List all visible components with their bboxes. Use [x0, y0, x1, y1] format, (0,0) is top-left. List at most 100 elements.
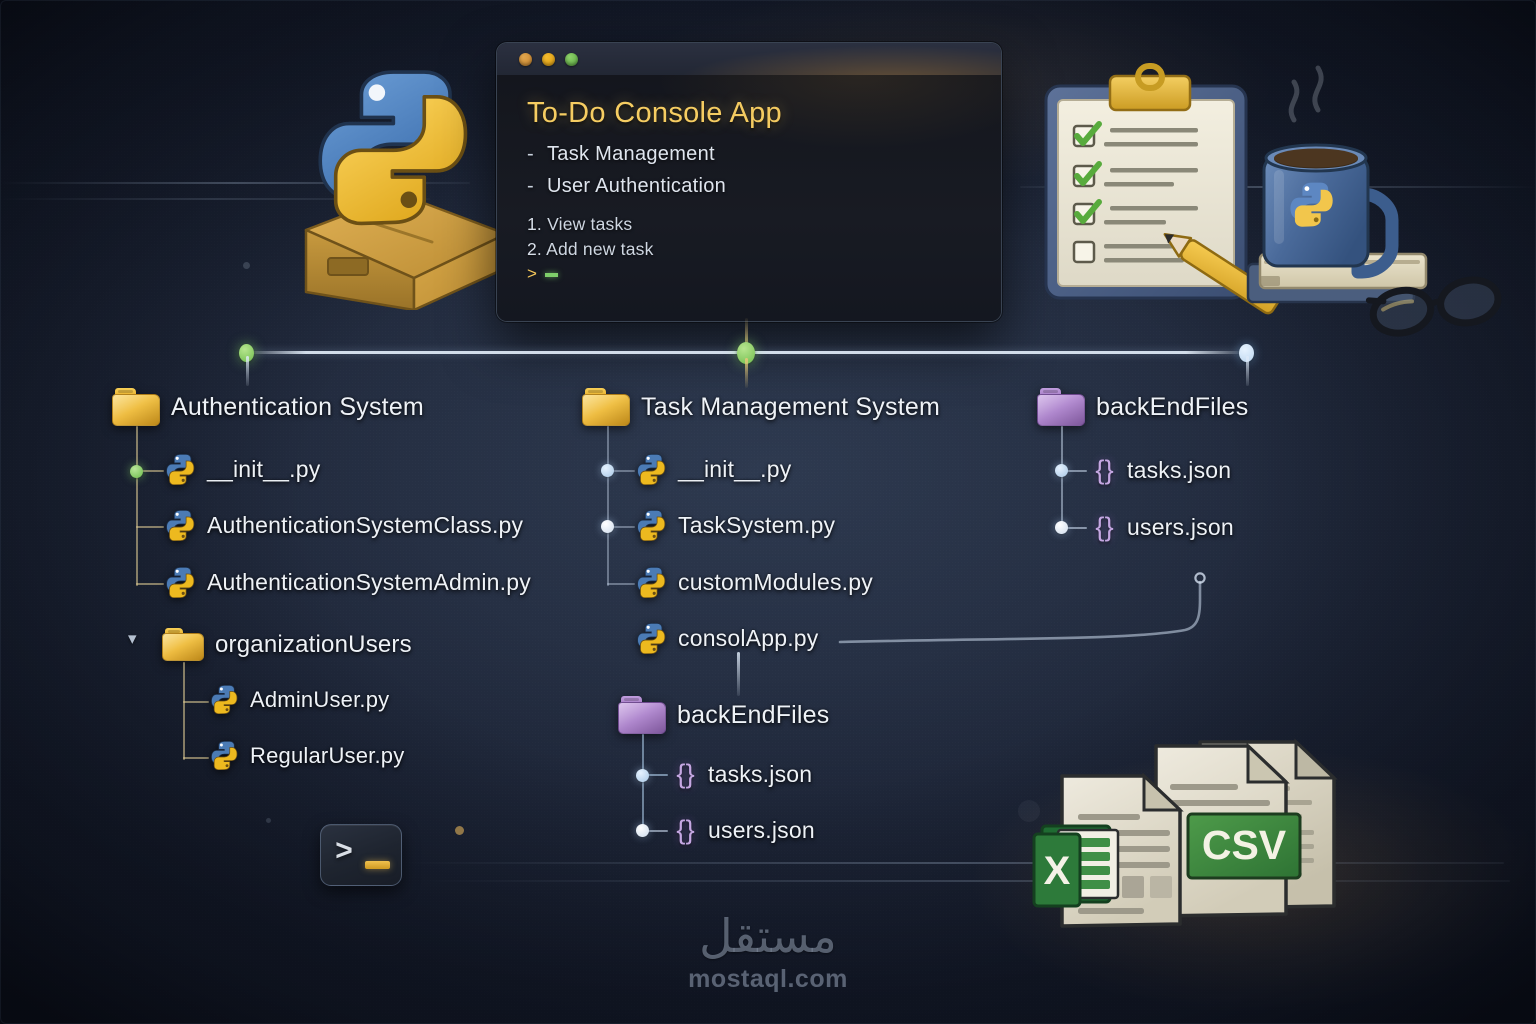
tree-file-users-json-lower[interactable]: { } users.json — [670, 815, 815, 845]
tree-hline — [136, 583, 164, 585]
tree-hline — [136, 470, 164, 472]
tree-hline — [136, 526, 164, 528]
folder-icon — [618, 696, 666, 734]
console-titlebar — [497, 43, 1001, 76]
prompt-symbol: > — [527, 264, 538, 283]
tree-hline — [642, 774, 668, 776]
file-label: users.json — [1127, 513, 1234, 540]
console-prompt[interactable]: > — [527, 264, 975, 284]
folder-label: backEndFiles — [1096, 392, 1249, 421]
file-label: customModules.py — [678, 569, 873, 595]
tree-file-auth-admin[interactable]: AuthenticationSystemAdmin.py — [165, 567, 531, 598]
file-label: TaskSystem.py — [678, 512, 836, 538]
tree-file-tasks-json[interactable]: { } tasks.json — [1089, 455, 1231, 485]
python-file-icon — [636, 510, 667, 541]
file-label: tasks.json — [708, 760, 813, 787]
menu-number: 1. — [527, 214, 542, 234]
tree-folder-backend-files[interactable]: backEndFiles — [1037, 388, 1248, 426]
python-file-icon — [636, 623, 667, 654]
tree-file-tasks-json-lower[interactable]: { } tasks.json — [670, 759, 812, 789]
spark — [243, 262, 250, 269]
rail-drop-task — [745, 358, 748, 388]
tree-file-regular-user[interactable]: RegularUser.py — [210, 741, 404, 770]
file-label: tasks.json — [1127, 456, 1232, 483]
folder-icon — [582, 388, 630, 426]
watermark-arabic: مستقل — [699, 909, 837, 963]
tree-file-consol-app[interactable]: consolApp.py — [636, 623, 819, 654]
desk-line — [420, 880, 1510, 882]
tree-vline-backend — [1061, 426, 1063, 530]
file-label: __init__.py — [207, 456, 321, 482]
tree-file-task-system[interactable]: TaskSystem.py — [636, 510, 835, 541]
tree-folder-authentication-system[interactable]: Authentication System — [112, 388, 424, 426]
tree-bullet — [1055, 521, 1068, 534]
tree-hline — [607, 470, 635, 472]
menu-label: Add new task — [546, 239, 654, 259]
tree-file-task-init[interactable]: __init__.py — [636, 454, 791, 485]
file-label: AuthenticationSystemClass.py — [207, 512, 524, 538]
tree-bullet — [1055, 464, 1068, 477]
tree-bullet — [601, 464, 614, 477]
maximize-dot-icon[interactable] — [565, 53, 578, 66]
python-file-icon — [636, 567, 667, 598]
bullet-text: User Authentication — [546, 175, 727, 197]
tree-file-users-json[interactable]: { } users.json — [1089, 512, 1234, 542]
spark — [455, 826, 464, 835]
desk-line — [0, 198, 430, 200]
console-menu-item[interactable]: 1. View tasks — [527, 214, 975, 235]
tree-file-auth-init[interactable]: __init__.py — [165, 454, 320, 485]
console-window[interactable]: To-Do Console App -Task Management -User… — [496, 42, 1002, 322]
file-label: AuthenticationSystemAdmin.py — [207, 569, 531, 595]
file-label: AdminUser.py — [250, 686, 390, 712]
file-label: consolApp.py — [678, 625, 819, 651]
tree-bullet — [130, 465, 143, 478]
json-file-icon: { } — [1095, 511, 1113, 542]
terminal-badge[interactable]: > — [320, 824, 402, 886]
minimize-dot-icon[interactable] — [542, 53, 555, 66]
tree-hline — [183, 701, 209, 703]
node-backend[interactable] — [1239, 344, 1254, 362]
prompt-chevron-icon: > — [335, 836, 354, 870]
json-file-icon: { } — [1095, 454, 1113, 485]
python-logo-on-box-illustration — [282, 62, 510, 312]
close-dot-icon[interactable] — [519, 53, 532, 66]
console-menu-item[interactable]: 2. Add new task — [527, 239, 975, 260]
tree-vline-orgusers — [183, 662, 185, 760]
tree-file-admin-user[interactable]: AdminUser.py — [210, 685, 389, 714]
json-file-icon: { } — [676, 758, 694, 789]
folder-icon — [162, 628, 204, 662]
chevron-down-icon[interactable]: ▾ — [128, 629, 137, 648]
console-bullet: -Task Management — [527, 143, 975, 166]
node-auth[interactable] — [239, 344, 254, 362]
folder-icon — [1037, 388, 1085, 426]
titlebar-glow — [497, 43, 1001, 75]
tree-hline — [607, 583, 635, 585]
tree-bullet — [636, 769, 649, 782]
desk-line — [404, 862, 1504, 864]
bullet-dash: - — [527, 143, 534, 165]
console-screen: To-Do Console App -Task Management -User… — [497, 75, 1001, 321]
watermark: مستقل mostaql.com — [0, 913, 1536, 994]
watermark-latin: mostaql.com — [688, 965, 848, 993]
tree-file-custom-modules[interactable]: customModules.py — [636, 567, 873, 598]
python-file-icon — [210, 741, 239, 770]
python-file-icon — [165, 510, 196, 541]
tree-vline-auth — [136, 426, 138, 586]
tree-vline-backend-lower — [642, 734, 644, 834]
file-label: RegularUser.py — [250, 742, 405, 768]
documents-illustration: CSV X — [1004, 738, 1344, 934]
tree-folder-organization-users[interactable]: organizationUsers — [162, 628, 412, 662]
node-task[interactable] — [737, 342, 755, 364]
tree-file-auth-class[interactable]: AuthenticationSystemClass.py — [165, 510, 523, 541]
tree-hline — [1061, 527, 1087, 529]
tree-vline-task — [607, 426, 609, 586]
bullet-dash: - — [527, 175, 534, 197]
tree-hline — [607, 526, 635, 528]
tree-hline — [183, 757, 209, 759]
excel-label: X — [1044, 849, 1071, 893]
tree-folder-task-management-system[interactable]: Task Management System — [582, 388, 940, 426]
python-file-icon — [636, 454, 667, 485]
tree-folder-backend-files-lower[interactable]: backEndFiles — [618, 696, 829, 734]
tree-bullet — [601, 520, 614, 533]
